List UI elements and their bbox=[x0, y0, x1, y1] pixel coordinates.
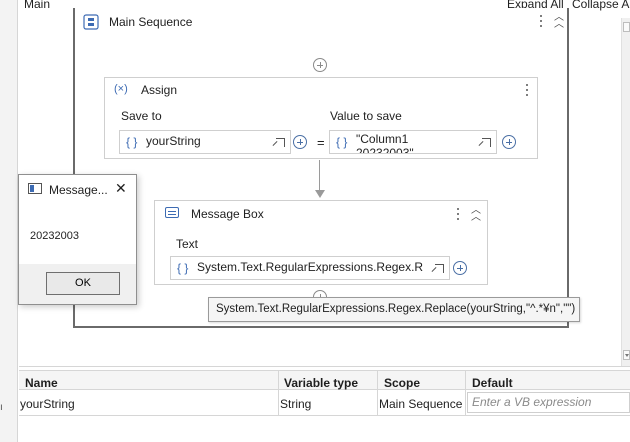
sequence-icon bbox=[83, 14, 99, 30]
assign-activity[interactable]: (×) Assign Save to Value to save { } you… bbox=[104, 77, 538, 159]
canvas-vertical-scrollbar[interactable] bbox=[621, 18, 630, 366]
col-header-name[interactable]: Name bbox=[25, 376, 58, 390]
collapse-all-link[interactable]: Collapse All bbox=[572, 0, 630, 11]
column-separator bbox=[465, 370, 466, 415]
window-icon bbox=[28, 183, 42, 194]
variables-panel: Name Variable type Scope Default yourStr… bbox=[19, 366, 630, 442]
more-vertical-icon[interactable] bbox=[537, 14, 545, 28]
value-line-2: 20232003" bbox=[356, 146, 414, 154]
add-activity-icon[interactable] bbox=[313, 58, 327, 72]
variable-name-cell[interactable]: yourString bbox=[20, 397, 75, 411]
expand-all-link[interactable]: Expand All bbox=[507, 0, 564, 11]
scroll-up-arrow[interactable] bbox=[623, 22, 630, 32]
text-label: Text bbox=[176, 237, 199, 251]
more-vertical-icon[interactable] bbox=[523, 83, 531, 97]
add-circle-icon[interactable] bbox=[502, 135, 516, 149]
save-to-field[interactable]: { } yourString bbox=[119, 130, 291, 154]
add-circle-icon[interactable] bbox=[453, 261, 467, 275]
collapse-chevrons-icon[interactable]: ︿︿ bbox=[471, 205, 481, 223]
dialog-footer: OK bbox=[19, 264, 136, 304]
value-to-save-field[interactable]: { } "Column1 20232003" bbox=[329, 130, 497, 154]
flow-connector-line bbox=[319, 160, 320, 190]
column-separator bbox=[278, 370, 279, 415]
collapse-chevrons-icon[interactable]: ︿︿ bbox=[554, 12, 564, 30]
variables-header-row: Name Variable type Scope Default bbox=[19, 370, 630, 390]
col-header-scope[interactable]: Scope bbox=[384, 376, 421, 390]
expand-field-icon[interactable] bbox=[435, 264, 444, 273]
dialog-message: 20232003 bbox=[30, 230, 79, 242]
col-header-variable-type[interactable]: Variable type bbox=[284, 376, 359, 390]
save-to-label: Save to bbox=[121, 109, 162, 123]
main-sequence-title: Main Sequence bbox=[109, 15, 193, 29]
expression-brace-icon: { } bbox=[336, 135, 348, 149]
message-box-activity[interactable]: Message Box ︿︿ Text { } System.Text.Regu… bbox=[154, 200, 488, 285]
value-to-save-value: "Column1 20232003" bbox=[356, 132, 414, 154]
left-panel-strip: ı bbox=[0, 0, 18, 442]
column-separator bbox=[377, 370, 378, 415]
variable-scope-cell[interactable]: Main Sequence bbox=[379, 397, 463, 411]
left-panel-marker: ı bbox=[0, 402, 3, 413]
expand-field-icon[interactable] bbox=[276, 138, 285, 147]
add-circle-icon[interactable] bbox=[293, 135, 307, 149]
main-sequence-header[interactable]: Main Sequence ︿︿ bbox=[75, 8, 567, 34]
assign-variable-icon: (×) bbox=[114, 83, 128, 95]
message-text-field[interactable]: { } System.Text.RegularExpressions.Regex… bbox=[170, 256, 450, 280]
table-row-divider bbox=[19, 415, 630, 416]
variable-default-input[interactable]: Enter a VB expression bbox=[467, 392, 630, 413]
expression-brace-icon: { } bbox=[177, 261, 189, 275]
message-box-title: Message Box bbox=[191, 207, 264, 221]
value-line-1: "Column1 bbox=[356, 132, 409, 146]
col-header-default[interactable]: Default bbox=[472, 376, 513, 390]
message-text-value: System.Text.RegularExpressions.Regex.Rep… bbox=[197, 260, 423, 274]
breadcrumb-main[interactable]: Main bbox=[24, 0, 51, 11]
assign-title: Assign bbox=[141, 83, 178, 97]
save-to-value: yourString bbox=[146, 134, 201, 148]
dialog-title: Message... bbox=[49, 183, 108, 197]
expand-field-icon[interactable] bbox=[482, 138, 491, 147]
scroll-down-arrow[interactable] bbox=[623, 350, 630, 360]
assign-equals: = bbox=[317, 135, 325, 150]
message-dialog[interactable]: Message... ✕ 20232003 OK bbox=[18, 174, 137, 305]
variable-type-cell[interactable]: String bbox=[280, 397, 312, 411]
expression-tooltip: System.Text.RegularExpressions.Regex.Rep… bbox=[208, 297, 580, 322]
close-icon[interactable]: ✕ bbox=[115, 180, 127, 196]
value-to-save-label: Value to save bbox=[330, 109, 402, 123]
more-vertical-icon[interactable] bbox=[454, 207, 462, 221]
message-box-icon bbox=[165, 207, 179, 218]
ok-button[interactable]: OK bbox=[46, 272, 120, 295]
flow-connector-arrow bbox=[315, 190, 325, 198]
expression-brace-icon: { } bbox=[126, 135, 138, 149]
